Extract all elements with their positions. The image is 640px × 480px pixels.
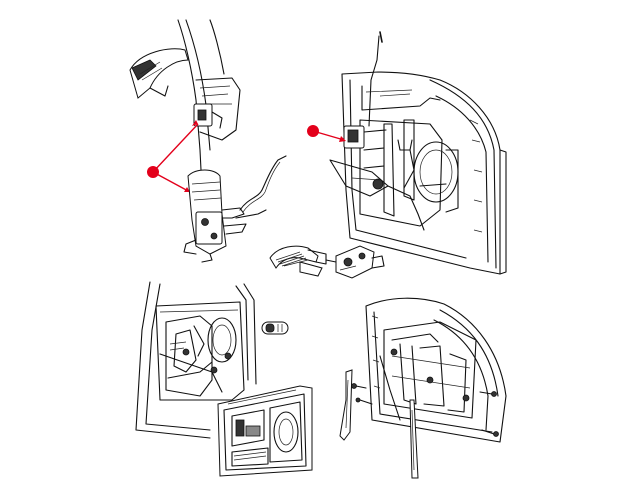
latch-detail-view: [183, 155, 287, 263]
latch-mirror-view: [129, 19, 241, 231]
trim-panel-view: [217, 385, 313, 477]
callout-latch: [147, 120, 199, 193]
interior-handle-icon: [269, 245, 327, 277]
front-door-inner-view: [329, 31, 507, 275]
door-latch-small-icon: [193, 103, 223, 129]
latch-actuator-icon: [325, 245, 385, 279]
rear-door-inner-view: [135, 281, 257, 439]
front-latch-icon: [343, 125, 365, 149]
handle-bezel-icon: [261, 321, 289, 335]
callout-front-latch: [307, 125, 346, 142]
front-door-frame-view: [339, 297, 507, 479]
handle-parts-view: [269, 245, 385, 279]
side-mirror-icon: [129, 48, 189, 99]
regulator-rail-icon: [409, 399, 419, 479]
glass-channel-icon: [339, 369, 353, 441]
